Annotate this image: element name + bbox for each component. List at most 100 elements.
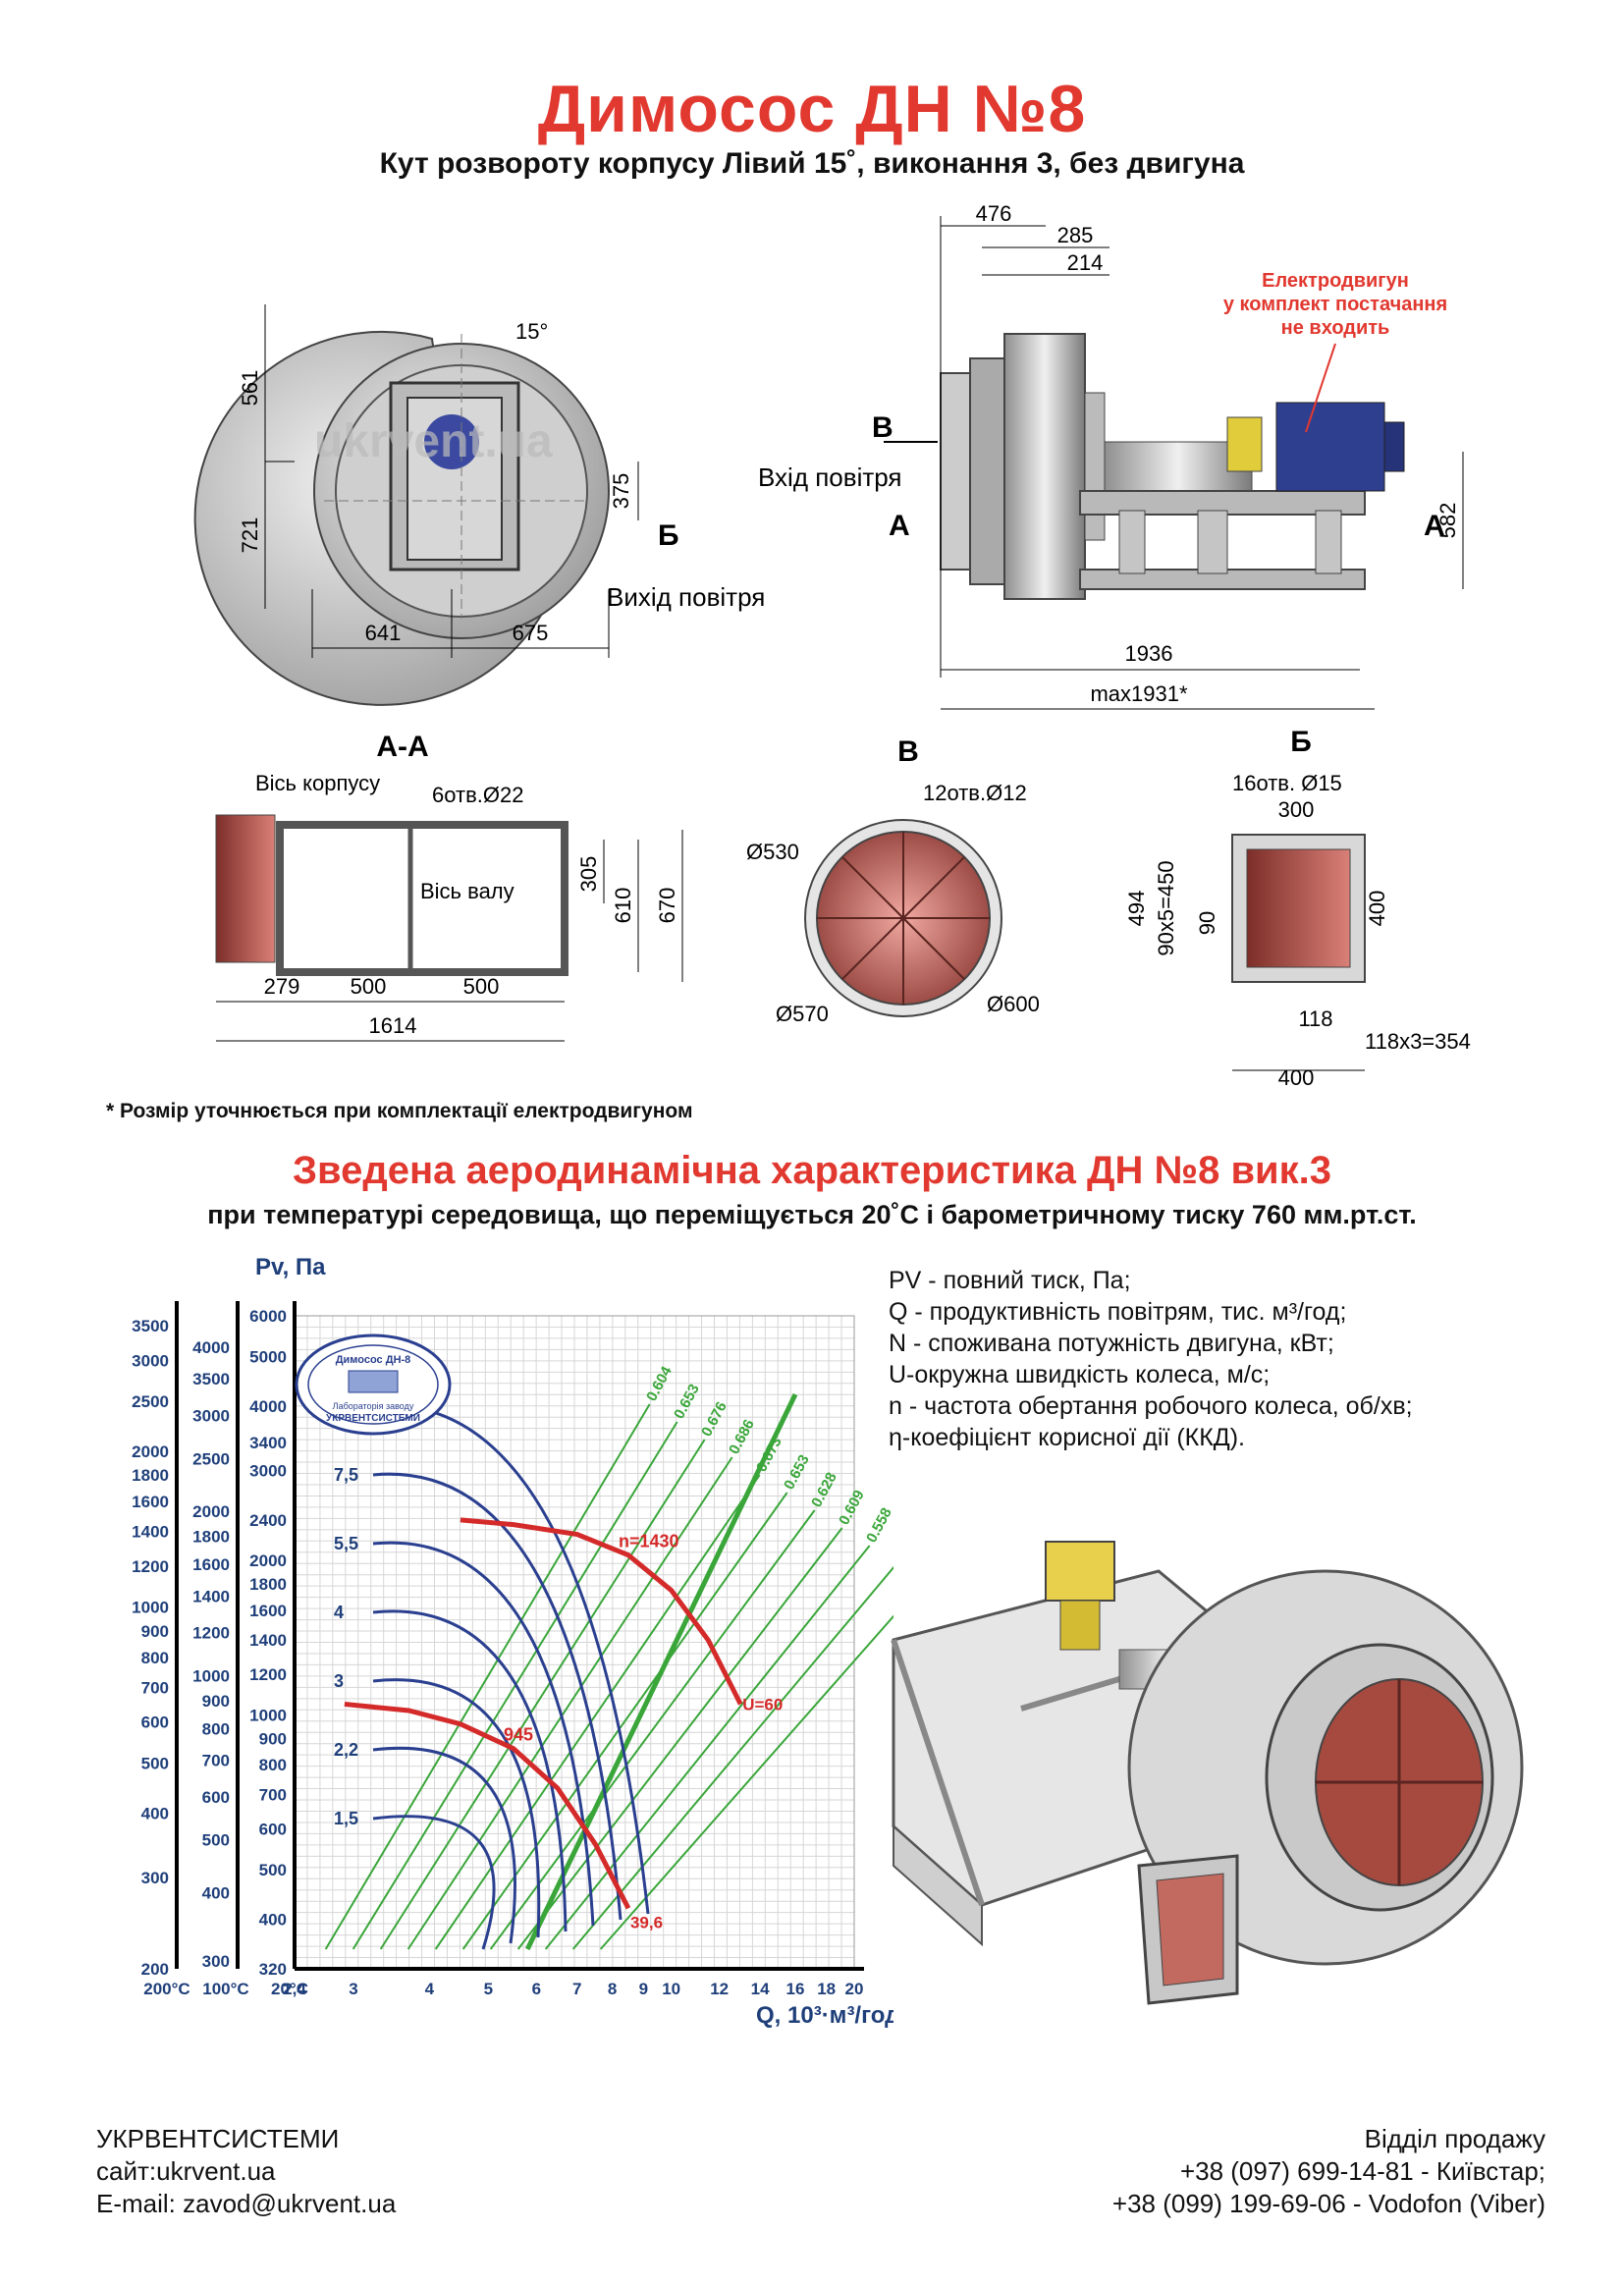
speed-curve-label: n=1430 <box>619 1532 679 1551</box>
temperature-label: 200°С <box>143 1980 189 1998</box>
y-tick-label-20c: 3400 <box>249 1434 287 1452</box>
section-outlet-title: Б <box>1290 726 1312 758</box>
y-tick-label-20c: 1600 <box>249 1602 287 1620</box>
inlet-d570: Ø570 <box>776 1002 829 1026</box>
y-tick-label-20c: 700 <box>259 1785 287 1804</box>
efficiency-line <box>324 1403 651 1950</box>
y-tick-label-20c: 3000 <box>249 1461 287 1480</box>
y-tick-label-200c: 500 <box>141 1754 169 1772</box>
y-tick-label-100c: 1200 <box>192 1624 230 1643</box>
y-tick-label-200c: 3000 <box>132 1351 169 1370</box>
y-tick-label-200c: 800 <box>141 1649 169 1667</box>
dim-641: 641 <box>365 621 402 645</box>
front-view-drawing: 561 721 375 641 675 15° Б Вихід повітря … <box>193 304 765 706</box>
dim-582: 582 <box>1435 503 1460 539</box>
y-tick-label-200c: 700 <box>141 1678 169 1697</box>
x-tick-label: 6 <box>532 1980 541 1998</box>
speed-curve <box>460 1517 743 1706</box>
power-label: 5,5 <box>334 1534 358 1553</box>
site-link[interactable]: сайт:ukrvent.ua <box>96 2156 276 2186</box>
aa-holes-label: 6отв.Ø22 <box>432 783 523 807</box>
dim-1936: 1936 <box>1125 641 1173 666</box>
y-tick-label-100c: 1800 <box>192 1528 230 1547</box>
y-tick-label-20c: 1200 <box>249 1665 287 1684</box>
y-tick-label-100c: 2500 <box>192 1449 230 1468</box>
y-tick-label-20c: 6000 <box>249 1307 287 1326</box>
legend-item: PV - повний тиск, Па; <box>889 1267 1131 1294</box>
speed-curve-label: 945 <box>504 1725 533 1745</box>
x-tick-label: 3 <box>349 1980 357 1998</box>
y-tick-label-200c: 300 <box>141 1869 169 1887</box>
efficiency-label: 0.676 <box>698 1399 731 1440</box>
phone-vodafone[interactable]: +38 (099) 199-69-06 - Vodofon (Viber) <box>1111 2189 1545 2218</box>
technical-drawings: 561 721 375 641 675 15° Б Вихід повітря … <box>193 201 1471 1090</box>
efficiency-line <box>599 1614 893 1950</box>
fan-3d-render <box>891 1541 1524 2005</box>
outlet-label: Вихід повітря <box>607 582 765 612</box>
power-curve <box>372 1472 623 1921</box>
motor-note-line3: не входить <box>1281 317 1390 339</box>
dim-214: 214 <box>1067 250 1104 275</box>
y-tick-label-20c: 4000 <box>249 1397 287 1416</box>
y-tick-label-100c: 2000 <box>192 1502 230 1521</box>
dim-721: 721 <box>238 517 262 554</box>
email-link[interactable]: E-mail: zavod@ukrvent.ua <box>96 2189 397 2218</box>
y-tick-label-200c: 400 <box>141 1804 169 1823</box>
dim-561: 561 <box>238 370 262 407</box>
chart-section-title: Зведена аеродинамічна характеристика ДН … <box>292 1149 1332 1192</box>
footer-sales: Відділ продажу +38 (097) 699-14-81 - Киї… <box>1112 2123 1545 2220</box>
x-tick-label: 10 <box>662 1980 680 1998</box>
power-curve <box>372 1609 568 1932</box>
sales-dept: Відділ продажу <box>1364 2124 1545 2153</box>
inlet-d530: Ø530 <box>746 840 799 864</box>
x-tick-label: 16 <box>786 1980 805 1998</box>
y-tick-label-20c: 320 <box>259 1960 287 1979</box>
outlet-dim-90: 90 <box>1195 911 1219 935</box>
y-tick-label-100c: 700 <box>202 1752 230 1770</box>
power-label: 4 <box>334 1603 344 1622</box>
y-tick-label-100c: 1400 <box>192 1587 230 1605</box>
watermark: ukrvent.ua <box>314 415 553 467</box>
x-tick-label: 7 <box>572 1980 581 1998</box>
efficiency-line <box>461 1492 788 1950</box>
y-tick-label-200c: 1400 <box>132 1523 169 1542</box>
outlet-dim-400v: 400 <box>1365 891 1389 927</box>
power-curve <box>372 1815 496 1950</box>
y-tick-label-200c: 3500 <box>132 1317 169 1335</box>
max-efficiency-line <box>524 1392 798 1951</box>
x-tick-label: 20 <box>845 1980 864 1998</box>
power-curve <box>372 1678 541 1938</box>
efficiency-label: 0.653 <box>671 1382 703 1422</box>
legend-item: n - частота обертання робочого колеса, о… <box>889 1392 1413 1420</box>
temperature-label: 20°С <box>271 1980 308 1998</box>
efficiency-line <box>489 1509 816 1950</box>
y-tick-label-100c: 1600 <box>192 1555 230 1574</box>
footnote: * Розмір уточнюється при комплектації ел… <box>106 1100 693 1122</box>
x-tick-label: 2,4 <box>283 1980 306 1998</box>
phone-kyivstar[interactable]: +38 (097) 699-14-81 - Київстар; <box>1179 2156 1545 2186</box>
temperature-label: 100°С <box>202 1980 248 1998</box>
inlet-d600: Ø600 <box>987 992 1040 1016</box>
dim-305: 305 <box>576 856 601 893</box>
y-tick-label-20c: 5000 <box>249 1347 287 1366</box>
y-tick-label-20c: 600 <box>259 1820 287 1838</box>
outlet-dim-494: 494 <box>1124 891 1149 927</box>
power-label: 7,5 <box>334 1465 358 1485</box>
outlet-dim-118: 118 <box>1298 1006 1332 1031</box>
y-axis-title: Pv, Па <box>255 1254 326 1280</box>
outlet-dim-354: 118x3=354 <box>1365 1029 1471 1054</box>
section-mark-a-left: A <box>889 510 910 542</box>
section-b-outlet-drawing: Б 16отв. Ø15 300 494 90x5=450 90 400 118… <box>1124 726 1471 1090</box>
y-tick-label-200c: 1200 <box>132 1557 169 1576</box>
section-aa-drawing: A-A Вісь корпусу 6отв.Ø22 Вісь валу 305 … <box>215 731 683 1042</box>
outlet-mark: Б <box>658 519 679 552</box>
legend-item: U-окружна швидкість колеса, м/с; <box>889 1361 1271 1388</box>
y-tick-label-20c: 2000 <box>249 1551 287 1570</box>
x-tick-label: 9 <box>639 1980 648 1998</box>
y-tick-label-200c: 2500 <box>132 1392 169 1411</box>
y-tick-label-200c: 900 <box>141 1622 169 1641</box>
efficiency-line <box>516 1527 843 1950</box>
stamp-text: Лабораторія заводу <box>333 1401 414 1411</box>
y-tick-label-200c: 2000 <box>132 1442 169 1461</box>
y-tick-label-100c: 400 <box>202 1884 230 1903</box>
